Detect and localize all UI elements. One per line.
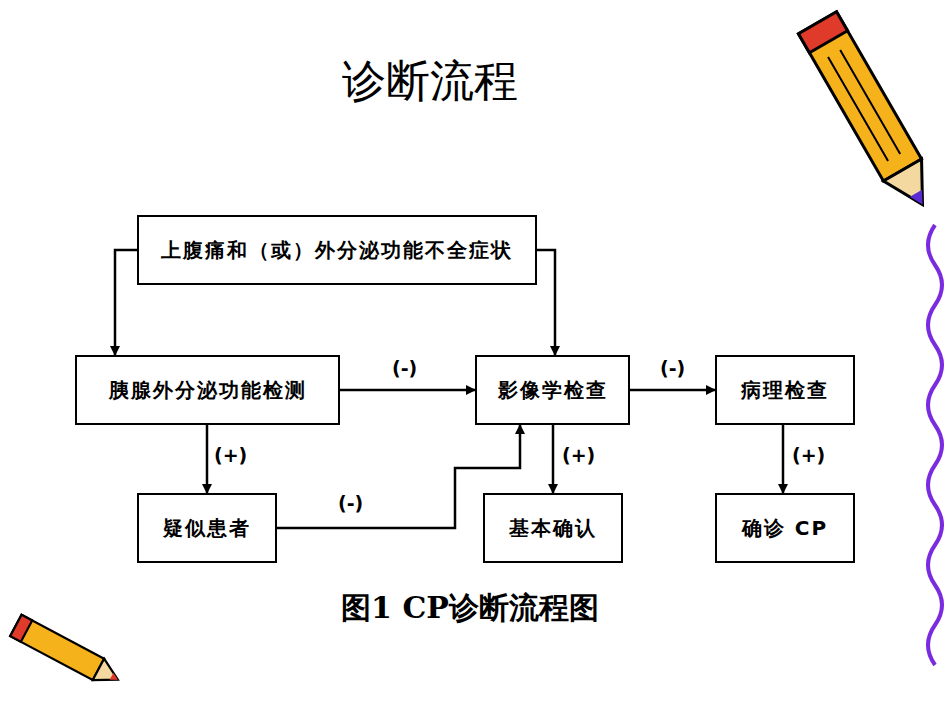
edge-label: (+) — [792, 444, 825, 466]
process-box: 影像学检查 — [475, 355, 630, 425]
flow-arrow — [115, 250, 137, 355]
edge-label: (+) — [562, 444, 595, 466]
flow-arrow — [782, 425, 785, 493]
edge-label: (-) — [660, 357, 685, 379]
flow-arrow — [552, 425, 555, 493]
process-box: 上腹痛和（或）外分泌功能不全症状 — [137, 215, 537, 285]
process-box: 病理检查 — [715, 355, 855, 425]
pencil-icon — [798, 12, 941, 216]
box-text: 胰腺外分泌功能检测 — [109, 377, 307, 404]
process-box: 胰腺外分泌功能检测 — [75, 355, 340, 425]
box-text: 确诊 CP — [742, 515, 828, 542]
process-box: 疑似患者 — [137, 493, 277, 563]
flow-arrow — [206, 425, 209, 493]
figure-caption: 图1 CP诊断流程图 — [0, 588, 940, 629]
flow-arrow — [630, 389, 715, 392]
edge-label: (-) — [338, 492, 363, 514]
box-text: 上腹痛和（或）外分泌功能不全症状 — [161, 237, 513, 264]
flow-arrow — [340, 389, 475, 392]
wavy-border — [928, 225, 942, 665]
box-text: 基本确认 — [509, 515, 597, 542]
process-box: 基本确认 — [483, 493, 623, 563]
slide-title: 诊断流程 — [0, 52, 860, 111]
edge-label: (-) — [392, 357, 417, 379]
process-box: 确诊 CP — [715, 493, 855, 563]
flow-arrow — [537, 250, 555, 355]
pencil-icon — [10, 615, 123, 691]
box-text: 疑似患者 — [163, 515, 251, 542]
edge-label: (+) — [214, 444, 247, 466]
box-text: 影像学检查 — [498, 377, 608, 404]
box-text: 病理检查 — [741, 377, 829, 404]
